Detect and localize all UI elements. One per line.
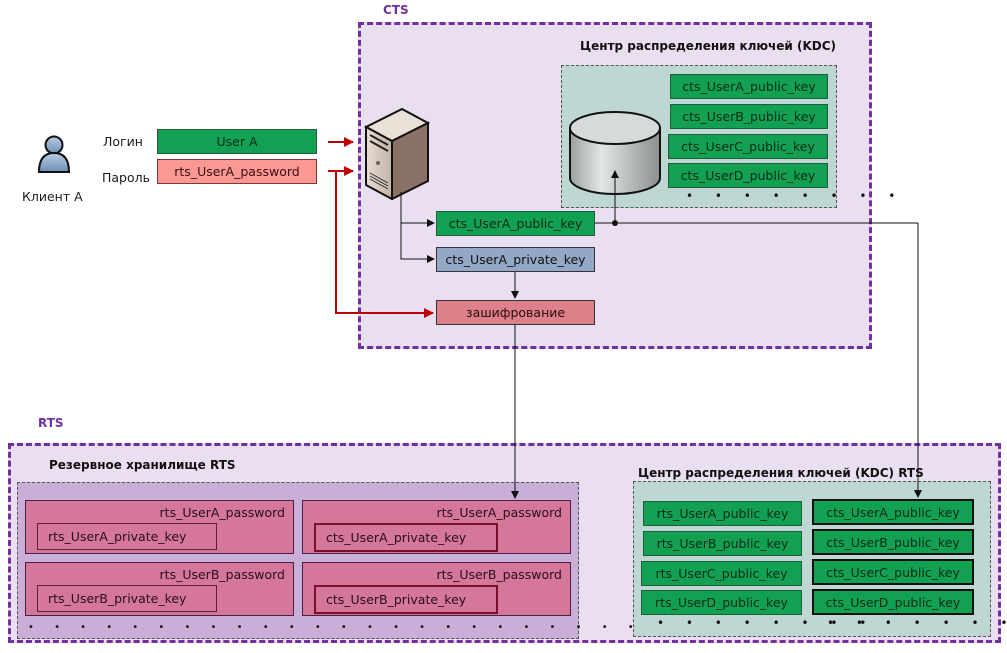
cts-region-label: CTS: [383, 3, 409, 17]
client-name: Клиент А: [22, 189, 83, 204]
backup-card: rts_UserA_password rts_UserA_private_key: [25, 500, 294, 554]
rts-kdc-title: Центр распределения ключей (KDC) RTS: [638, 466, 924, 480]
cts-kdc-key: cts_UserB_public_key: [670, 104, 828, 129]
user-icon: [37, 135, 71, 173]
rts-kdc-rts-key: rts_UserC_public_key: [641, 561, 802, 586]
backup-card-password: rts_UserA_password: [159, 505, 285, 520]
login-label: Логин: [103, 134, 143, 149]
rts-kdc-rts-key: rts_UserD_public_key: [641, 590, 802, 615]
generated-public-key: cts_UserA_public_key: [436, 211, 595, 236]
backup-storage-title: Резервное хранилище RTS: [49, 458, 236, 472]
backup-card-private-key: rts_UserA_private_key: [37, 523, 217, 550]
cts-kdc-key: cts_UserD_public_key: [668, 163, 828, 188]
rts-kdc-cts-key: cts_UserC_public_key: [812, 559, 974, 585]
rts-kdc-cts-key: cts_UserD_public_key: [812, 589, 974, 615]
backup-card-password: rts_UserB_password: [436, 567, 562, 582]
rts-kdc-rts-more-dots: • • • • • • • •: [657, 616, 876, 630]
rts-kdc-cts-more-dots: • • • • • • • •: [827, 616, 1007, 630]
cts-kdc-key: cts_UserC_public_key: [668, 134, 828, 159]
password-label: Пароль: [102, 170, 150, 185]
database-icon: [569, 111, 661, 195]
cts-kdc-title: Центр распределения ключей (KDC): [580, 39, 837, 53]
backup-card: rts_UserB_password cts_UserB_private_key: [302, 562, 571, 616]
rts-kdc-rts-key: rts_UserB_public_key: [643, 531, 802, 556]
backup-card-password: rts_UserA_password: [436, 505, 562, 520]
generated-private-key: cts_UserA_private_key: [436, 247, 595, 272]
rts-kdc-cts-key: cts_UserB_public_key: [812, 529, 974, 555]
backup-card-private-key: cts_UserB_private_key: [314, 585, 498, 614]
encryption-step: зашифрование: [436, 300, 595, 325]
cts-kdc-more-dots: • • • • • • • •: [686, 189, 905, 203]
rts-region-label: RTS: [38, 416, 64, 430]
backup-card-private-key: rts_UserB_private_key: [37, 585, 217, 612]
backup-card: rts_UserA_password cts_UserA_private_key: [302, 500, 571, 554]
login-field[interactable]: User A: [157, 129, 317, 154]
backup-more-dots: • • • • • • • • • • • • • • • • • • • • …: [28, 622, 956, 633]
backup-card-private-key: cts_UserA_private_key: [314, 523, 498, 552]
backup-card: rts_UserB_password rts_UserB_private_key: [25, 562, 294, 616]
rts-kdc-rts-key: rts_UserA_public_key: [643, 501, 802, 526]
rts-kdc-cts-key: cts_UserA_public_key: [812, 499, 974, 525]
backup-card-password: rts_UserB_password: [159, 567, 285, 582]
cts-kdc-key: cts_UserA_public_key: [670, 74, 828, 99]
password-field[interactable]: rts_UserA_password: [157, 159, 317, 184]
server-icon: [363, 107, 431, 200]
